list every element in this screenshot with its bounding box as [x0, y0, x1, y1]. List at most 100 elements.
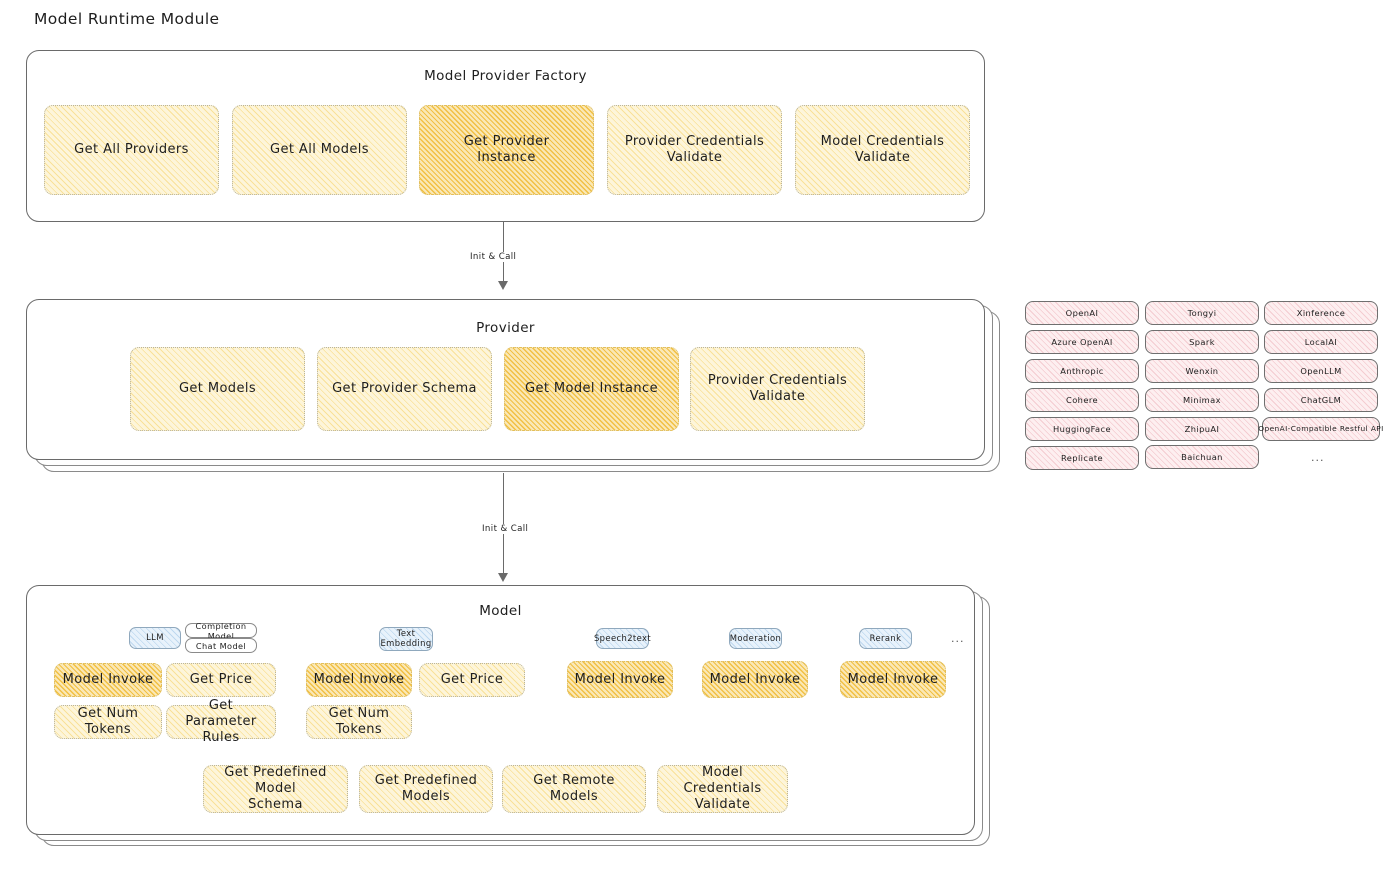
model-method-text-embedding-get-num-tokens[interactable]: Get Num Tokens: [306, 705, 412, 739]
model-method-label: Get Num Tokens: [77, 706, 139, 737]
provider-pill-label: Spark: [1189, 336, 1215, 347]
model-method-rerank-model-invoke[interactable]: Model Invoke: [840, 661, 946, 698]
provider-node-label: Provider Credentials Validate: [707, 373, 848, 404]
provider-pill-label: Minimax: [1183, 394, 1221, 405]
model-shared-method-label: Get Predefined Models: [374, 773, 478, 804]
model-type-chip-rerank[interactable]: Rerank: [859, 628, 912, 649]
provider-pill-chatglm[interactable]: ChatGLM: [1264, 388, 1378, 412]
model-subtype-chip-completion-model[interactable]: Completion Model: [185, 620, 257, 641]
model-method-text-embedding-model-invoke[interactable]: Model Invoke: [306, 663, 412, 697]
provider-pill-label: Anthropic: [1060, 365, 1104, 376]
model-method-llm-model-invoke[interactable]: Model Invoke: [54, 663, 162, 697]
model-type-chip-label: Text Embedding: [380, 628, 432, 648]
model-method-llm-get-parameter-rules[interactable]: Get Parameter Rules: [166, 698, 276, 745]
factory-node-get-provider-instance[interactable]: Get Provider Instance: [419, 105, 594, 195]
provider-pill-baichuan[interactable]: Baichuan: [1145, 445, 1259, 469]
provider-pill-xinference[interactable]: Xinference: [1264, 301, 1378, 325]
provider-pill-label: OpenAI: [1065, 307, 1099, 318]
factory-node-label: Get Provider Instance: [463, 134, 550, 165]
model-shared-method-label: Get Remote Models: [533, 773, 615, 804]
provider-node-get-model-instance[interactable]: Get Model Instance: [504, 347, 679, 431]
model-method-moderation-model-invoke[interactable]: Model Invoke: [702, 661, 808, 698]
model-subtype-chip-label: Chat Model: [195, 640, 247, 651]
provider-pill-localai[interactable]: LocalAI: [1264, 330, 1378, 354]
model-method-label: Model Invoke: [62, 672, 154, 688]
model-method-label: Get Price: [189, 672, 253, 688]
model-method-label: Get Num Tokens: [328, 706, 390, 737]
factory-node-get-all-providers[interactable]: Get All Providers: [44, 105, 219, 195]
provider-pill-label: OpenLLM: [1300, 365, 1342, 376]
provider-pill-minimax[interactable]: Minimax: [1145, 388, 1259, 412]
connector-factory-to-provider-label: Init & Call: [468, 252, 519, 263]
provider-node-label: Get Model Instance: [525, 381, 658, 397]
provider-pill-spark[interactable]: Spark: [1145, 330, 1259, 354]
model-title: Model: [479, 603, 522, 619]
model-provider-factory-title: Model Provider Factory: [424, 68, 587, 84]
provider-pill-label: Azure OpenAI: [1051, 336, 1113, 347]
model-type-chip-label: Rerank: [869, 632, 902, 643]
model-shared-method-get-predefined-model-schema[interactable]: Get Predefined Model Schema: [203, 765, 348, 813]
provider-pill-replicate[interactable]: Replicate: [1025, 446, 1139, 470]
provider-node-get-models[interactable]: Get Models: [130, 347, 305, 431]
provider-pill-tongyi[interactable]: Tongyi: [1145, 301, 1259, 325]
provider-pill-label: Tongyi: [1187, 307, 1217, 318]
provider-pill-zhipuai[interactable]: ZhipuAI: [1145, 417, 1259, 441]
provider-pill-label: LocalAI: [1304, 336, 1338, 347]
factory-node-label: Get All Providers: [74, 142, 189, 158]
model-method-text-embedding-get-price[interactable]: Get Price: [419, 663, 525, 697]
model-method-label: Model Invoke: [709, 671, 801, 687]
provider-node-get-provider-schema[interactable]: Get Provider Schema: [317, 347, 492, 431]
page-title: Model Runtime Module: [34, 10, 220, 28]
provider-node-provider-credentials-validate[interactable]: Provider Credentials Validate: [690, 347, 865, 431]
provider-pill-huggingface[interactable]: HuggingFace: [1025, 417, 1139, 441]
provider-pill-label: Wenxin: [1185, 365, 1219, 376]
model-type-chip-moderation[interactable]: Moderation: [729, 628, 782, 649]
provider-pill-azure-openai[interactable]: Azure OpenAI: [1025, 330, 1139, 354]
model-shared-method-get-predefined-models[interactable]: Get Predefined Models: [359, 765, 493, 813]
model-method-llm-get-price[interactable]: Get Price: [166, 663, 276, 697]
model-type-chip-label: Speech2text: [593, 632, 652, 643]
model-type-chip-label: LLM: [146, 632, 164, 643]
model-type-chip-speech2text[interactable]: Speech2text: [593, 628, 652, 649]
provider-pill-label: ZhipuAI: [1184, 423, 1220, 434]
provider-pill-label: Cohere: [1066, 394, 1098, 405]
model-types-ellipsis: ...: [951, 632, 965, 645]
model-shared-method-label: Get Predefined Model Schema: [224, 765, 327, 812]
model-method-speech2text-model-invoke[interactable]: Model Invoke: [567, 661, 673, 698]
provider-list-ellipsis: ...: [1311, 451, 1325, 464]
connector-provider-to-model-arrowhead: [498, 573, 508, 582]
model-shared-method-model-credentials-validate[interactable]: Model Credentials Validate: [657, 765, 788, 813]
provider-pill-cohere[interactable]: Cohere: [1025, 388, 1139, 412]
factory-node-label: Get All Models: [270, 142, 369, 158]
factory-node-label: Provider Credentials Validate: [624, 134, 765, 165]
provider-title: Provider: [476, 320, 535, 336]
provider-node-label: Get Provider Schema: [332, 381, 477, 397]
model-shared-method-get-remote-models[interactable]: Get Remote Models: [502, 765, 646, 813]
factory-node-get-all-models[interactable]: Get All Models: [232, 105, 407, 195]
provider-node-label: Get Models: [178, 381, 257, 397]
provider-pill-openai-compatible-restful-api[interactable]: OpenAI-Compatible Restful API: [1258, 417, 1383, 441]
model-subtype-chip-chat-model[interactable]: Chat Model: [185, 638, 257, 653]
model-method-label: Model Invoke: [574, 671, 666, 687]
factory-node-label: Model Credentials Validate: [820, 134, 945, 165]
provider-pill-openllm[interactable]: OpenLLM: [1264, 359, 1378, 383]
provider-pill-label: OpenAI-Compatible Restful API: [1258, 424, 1384, 434]
model-method-label: Get Parameter Rules: [185, 698, 257, 745]
model-method-label: Model Invoke: [847, 671, 939, 687]
model-subtype-chip-label: Completion Model: [195, 620, 247, 641]
provider-pill-openai[interactable]: OpenAI: [1025, 301, 1139, 325]
provider-pill-label: Replicate: [1061, 452, 1103, 463]
provider-pill-anthropic[interactable]: Anthropic: [1025, 359, 1139, 383]
connector-factory-to-provider-arrowhead: [498, 281, 508, 290]
provider-pill-label: HuggingFace: [1052, 423, 1112, 434]
model-type-chip-label: Moderation: [729, 632, 782, 643]
provider-pill-label: ChatGLM: [1300, 394, 1342, 405]
model-type-chip-llm[interactable]: LLM: [129, 627, 181, 649]
provider-pill-wenxin[interactable]: Wenxin: [1145, 359, 1259, 383]
factory-node-model-credentials-validate[interactable]: Model Credentials Validate: [795, 105, 970, 195]
model-type-chip-text-embedding[interactable]: Text Embedding: [379, 627, 433, 651]
model-method-llm-get-num-tokens[interactable]: Get Num Tokens: [54, 705, 162, 739]
factory-node-provider-credentials-validate[interactable]: Provider Credentials Validate: [607, 105, 782, 195]
model-method-label: Model Invoke: [313, 672, 405, 688]
